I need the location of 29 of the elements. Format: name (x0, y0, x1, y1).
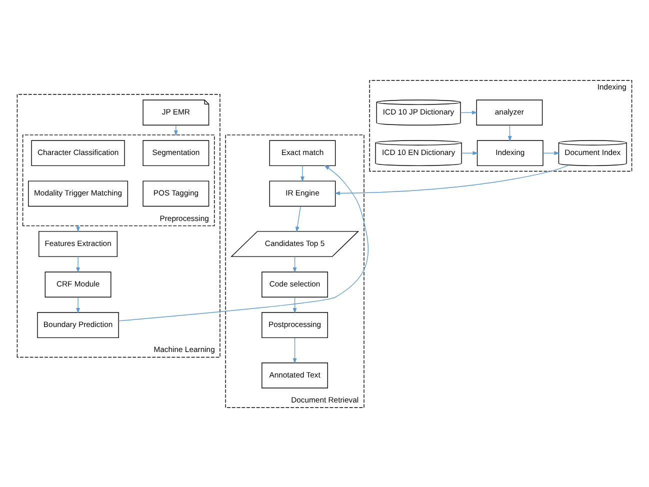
node-box: Modality Trigger Matching (28, 180, 128, 206)
node-box: POS Tagging (142, 180, 210, 206)
node-box: Features Extraction (38, 230, 118, 256)
arrow (292, 296, 297, 314)
arrow (292, 337, 297, 364)
arrow (334, 164, 569, 195)
node-box: Segmentation (142, 140, 210, 166)
arrow (76, 256, 80, 273)
node-box: IR Engine (269, 180, 336, 206)
arrow (174, 124, 178, 136)
node-box: Character Classification (31, 140, 125, 166)
arrow (508, 124, 512, 142)
arrow (300, 164, 304, 182)
node-box: CRF Module (44, 271, 112, 297)
arrow (460, 110, 478, 114)
node-box: Exact match (269, 140, 336, 166)
arrow (292, 256, 297, 273)
node-box: analyzer (476, 99, 543, 125)
arrow (295, 206, 301, 232)
arrow (118, 164, 369, 321)
node-box: Indexing (476, 140, 544, 166)
arrow (542, 150, 560, 155)
arrow (76, 296, 80, 314)
node-box: Postprocessing (262, 312, 328, 338)
arrow (461, 150, 478, 155)
arrow (76, 224, 80, 232)
node-box: Boundary Prediction (37, 312, 119, 338)
node-box: Annotated Text (262, 362, 328, 388)
node-box: Code selection (262, 271, 328, 297)
